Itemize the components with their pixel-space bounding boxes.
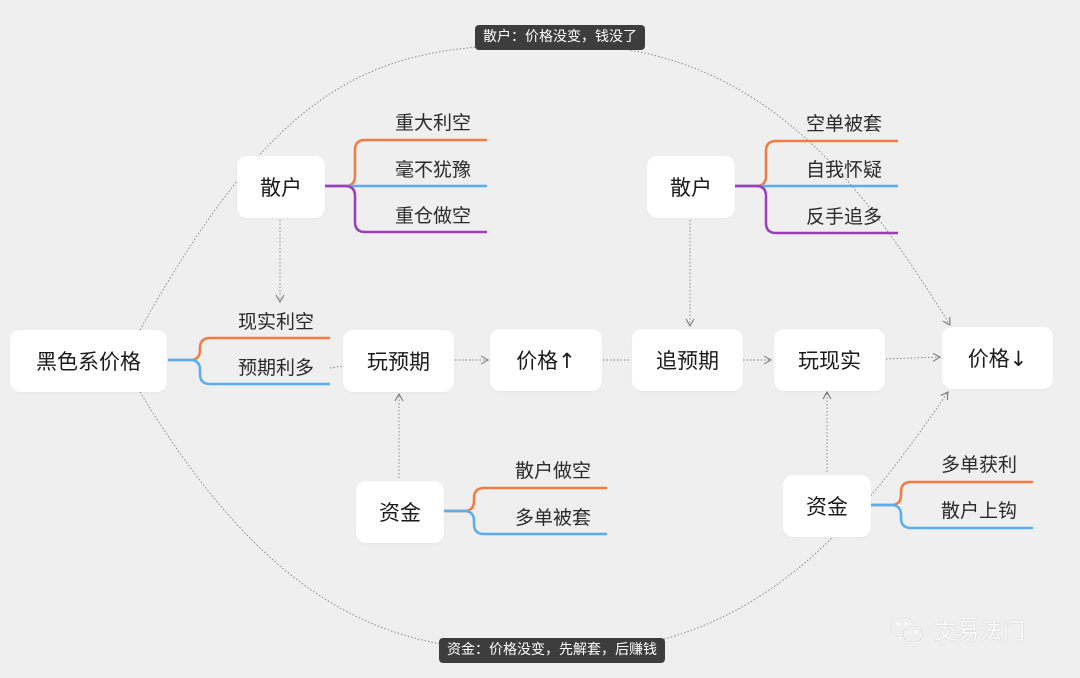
branch-retail-left — [325, 138, 487, 234]
branch-label: 自我怀疑 — [806, 159, 883, 181]
branch-label: 多单获利 — [941, 454, 1018, 476]
node-black-price: 黑色系价格 — [10, 330, 167, 392]
watermark: 交易法门 — [888, 612, 1026, 648]
branch-label: 重仓做空 — [395, 205, 472, 227]
branch-label: 毫不犹豫 — [395, 159, 472, 181]
line-expect-leaf-to-node — [329, 365, 344, 369]
top-arc — [139, 43, 951, 331]
node-capital-left: 资金 — [356, 481, 444, 543]
branch-capital-right — [871, 480, 1033, 530]
branch-label: 预期利多 — [238, 357, 315, 379]
node-retail-left: 散户 — [237, 156, 325, 218]
branch-label: 重大利空 — [395, 112, 472, 134]
branch-label: 多单被套 — [515, 507, 592, 529]
node-price-up: 价格↑ — [490, 329, 602, 391]
branch-retail-right — [735, 139, 898, 235]
node-play-reality: 玩现实 — [774, 329, 885, 391]
branch-label: 反手追多 — [806, 206, 883, 228]
node-capital-right: 资金 — [783, 475, 871, 537]
branch-black-price — [168, 336, 330, 386]
node-play-expectation: 玩预期 — [343, 330, 454, 392]
watermark-text: 交易法门 — [934, 620, 1027, 645]
branch-label: 现实利空 — [238, 311, 315, 333]
node-chase-expectation: 追预期 — [632, 329, 743, 391]
branch-label: 空单被套 — [806, 113, 883, 135]
node-price-down: 价格↓ — [942, 327, 1053, 389]
wechat-icon — [889, 616, 924, 643]
caption-retail-top: 散户：价格没变，钱没了 — [475, 25, 645, 50]
caption-capital-bottom: 资金：价格没变，先解套，后赚钱 — [439, 638, 665, 663]
branch-capital-left — [444, 486, 607, 536]
branch-label: 散户上钩 — [941, 500, 1018, 522]
branch-label: 散户做空 — [515, 460, 592, 482]
node-retail-right: 散户 — [647, 156, 735, 218]
arrow-reality-to-pricedown — [885, 352, 942, 362]
